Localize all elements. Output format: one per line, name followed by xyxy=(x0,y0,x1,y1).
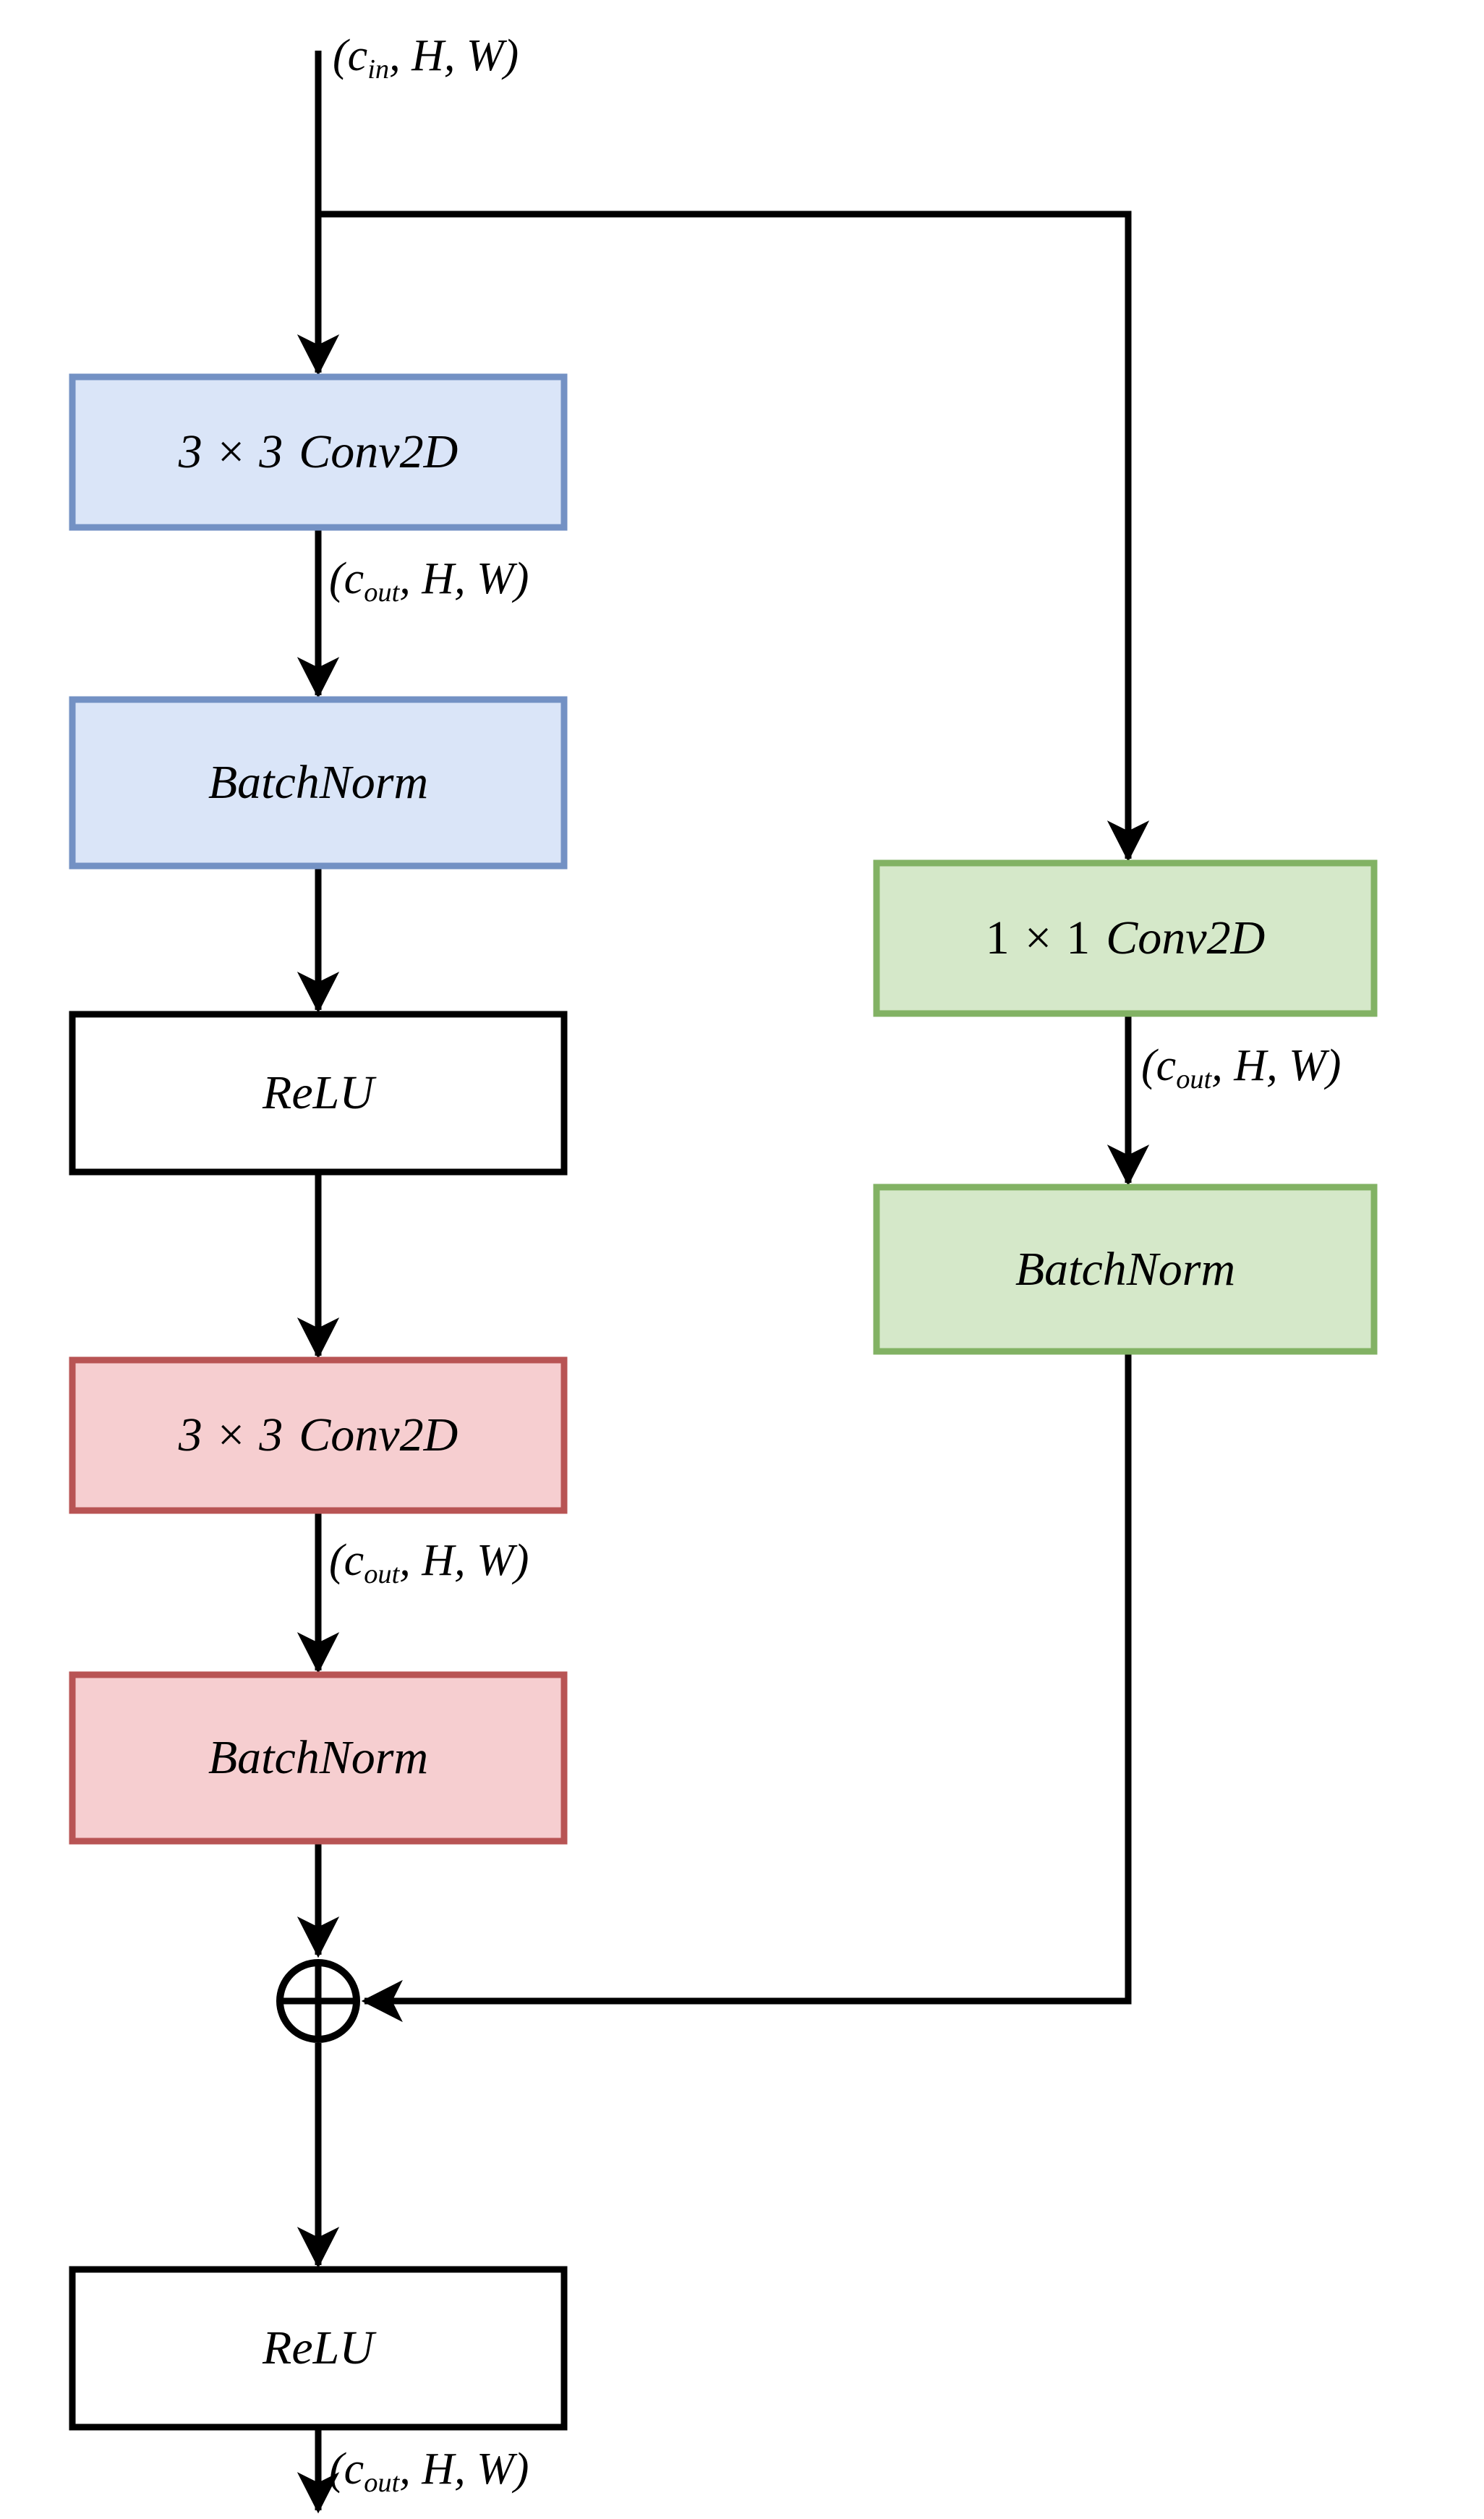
edge-input-to-shortcut-conv xyxy=(318,211,1150,862)
node-sum-add[interactable] xyxy=(276,1959,360,2043)
edge-shortcut-to-add xyxy=(361,1351,1132,2023)
plus-icon xyxy=(280,1963,357,2039)
node-box-conv1[interactable] xyxy=(69,373,568,531)
node-box-relu2[interactable] xyxy=(69,2266,568,2431)
node-box-relu1[interactable] xyxy=(69,1011,568,1176)
node-box-conv2[interactable] xyxy=(69,1356,568,1514)
node-box-bn1[interactable] xyxy=(69,696,568,870)
node-box-shortcut-conv[interactable] xyxy=(873,859,1378,1017)
node-box-shortcut-bn[interactable] xyxy=(873,1184,1378,1355)
node-box-bn2[interactable] xyxy=(69,1671,568,1845)
